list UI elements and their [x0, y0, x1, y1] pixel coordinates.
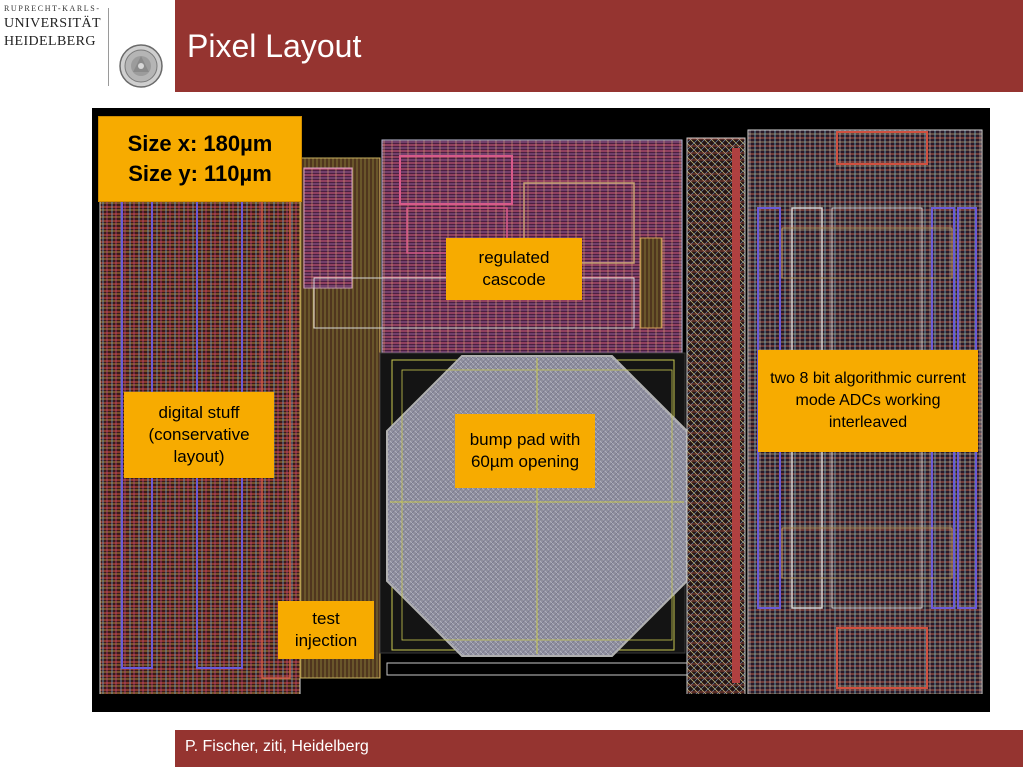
university-name-line1: RUPRECHT-KARLS- — [4, 4, 101, 13]
footer-bar: P. Fischer, ziti, Heidelberg — [175, 730, 1023, 767]
title-bar: Pixel Layout — [175, 0, 1023, 92]
regulated-cascode-label: regulated cascode — [446, 238, 582, 300]
university-logo: RUPRECHT-KARLS- UNIVERSITÄT HEIDELBERG — [0, 0, 175, 92]
digital-stuff-label: digital stuff (conservative layout) — [124, 392, 274, 478]
size-y-label: Size y: 110µm — [128, 161, 272, 186]
university-name-line3: HEIDELBERG — [4, 34, 96, 49]
size-x-label: Size x: 180µm — [127, 131, 273, 156]
footer-author: P. Fischer, ziti, Heidelberg — [185, 738, 369, 755]
pixel-size-label: Size x: 180µm Size y: 110µm — [98, 116, 302, 202]
university-seal-icon — [119, 44, 163, 88]
page-title: Pixel Layout — [187, 28, 362, 64]
test-injection-label: test injection — [278, 601, 374, 659]
logo-divider — [108, 8, 109, 86]
university-name-line2: UNIVERSITÄT — [4, 16, 101, 31]
adc-label: two 8 bit algorithmic current mode ADCs … — [758, 350, 978, 452]
bump-pad-label: bump pad with 60µm opening — [455, 414, 595, 488]
